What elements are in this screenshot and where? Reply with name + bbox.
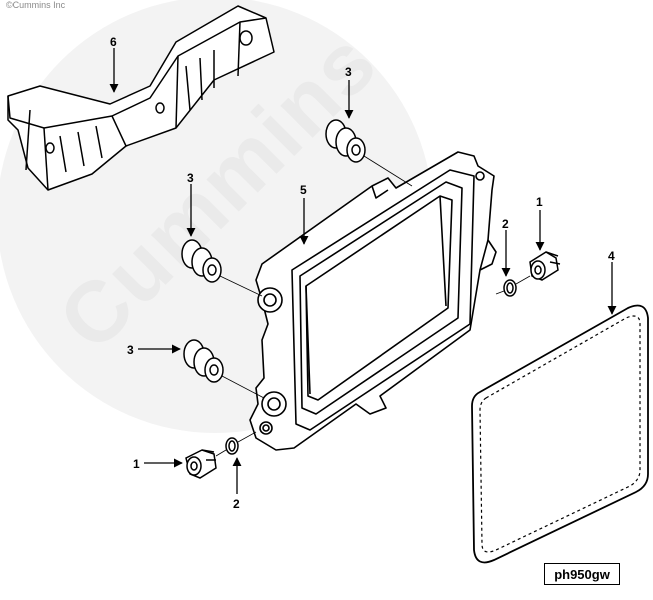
callout-arrows	[109, 48, 617, 494]
callout-1-right: 1	[536, 195, 543, 209]
oring-part-2-left	[215, 431, 257, 457]
damper-part-3-top	[325, 119, 413, 187]
damper-part-3-mid	[181, 239, 263, 297]
copyright-text: ©Cummins Inc	[6, 0, 66, 10]
callout-2-right: 2	[502, 217, 509, 231]
callout-1-left: 1	[133, 457, 140, 471]
callout-3-low: 3	[127, 343, 134, 357]
plug-part-1-right	[529, 251, 561, 281]
callout-3-mid: 3	[187, 171, 194, 185]
oring-part-2-right	[495, 275, 531, 297]
callout-5: 5	[300, 183, 307, 197]
callout-2-left: 2	[233, 497, 240, 511]
drawing-code-label: ph950gw	[544, 563, 620, 585]
callout-4: 4	[608, 249, 615, 263]
bracket-part-6	[7, 5, 275, 191]
gasket-part-4	[471, 304, 649, 564]
callout-6: 6	[110, 35, 117, 49]
damper-part-3-low	[183, 339, 265, 399]
callout-3-top: 3	[345, 65, 352, 79]
plug-part-1-left	[185, 449, 217, 479]
housing-part-5	[249, 151, 497, 451]
